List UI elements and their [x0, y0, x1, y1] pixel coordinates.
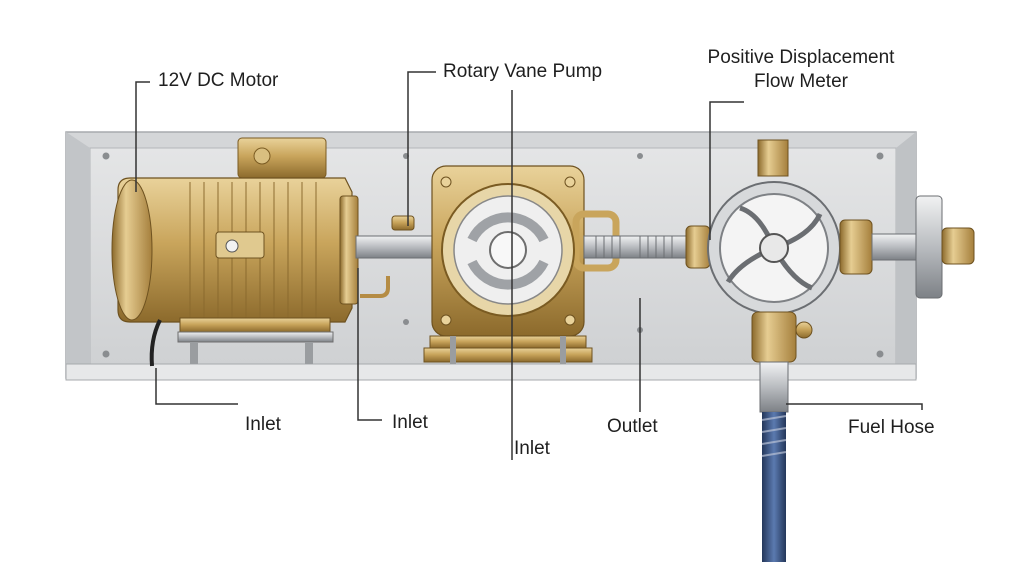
leader-lines: [135, 71, 923, 460]
leader-pump: [407, 71, 436, 226]
drive-shaft: [355, 215, 447, 298]
leader-fuel-hose: [786, 403, 923, 410]
label-inlet-2: Inlet: [392, 412, 428, 433]
label-inlet-1: Inlet: [245, 414, 281, 435]
leader-motor: [135, 81, 150, 192]
label-flow-meter-line1: Positive Displacement: [707, 47, 895, 68]
positive-displacement-flow-meter: [707, 139, 975, 363]
label-rotary-vane-pump: Rotary Vane Pump: [443, 61, 603, 82]
leader-inlet-1: [155, 368, 238, 405]
dc-motor: [111, 137, 359, 367]
leader-inlet-2: [357, 268, 382, 421]
label-fuel-hose: Fuel Hose: [848, 417, 935, 438]
label-flow-meter-line2: Flow Meter: [754, 71, 848, 92]
label-12v-dc-motor: 12V DC Motor: [158, 70, 279, 91]
fuel-hose: [759, 361, 789, 562]
threaded-coupling: [583, 225, 711, 269]
label-outlet: Outlet: [607, 416, 658, 437]
leader-meter: [709, 101, 744, 240]
label-inlet-3: Inlet: [514, 438, 550, 459]
